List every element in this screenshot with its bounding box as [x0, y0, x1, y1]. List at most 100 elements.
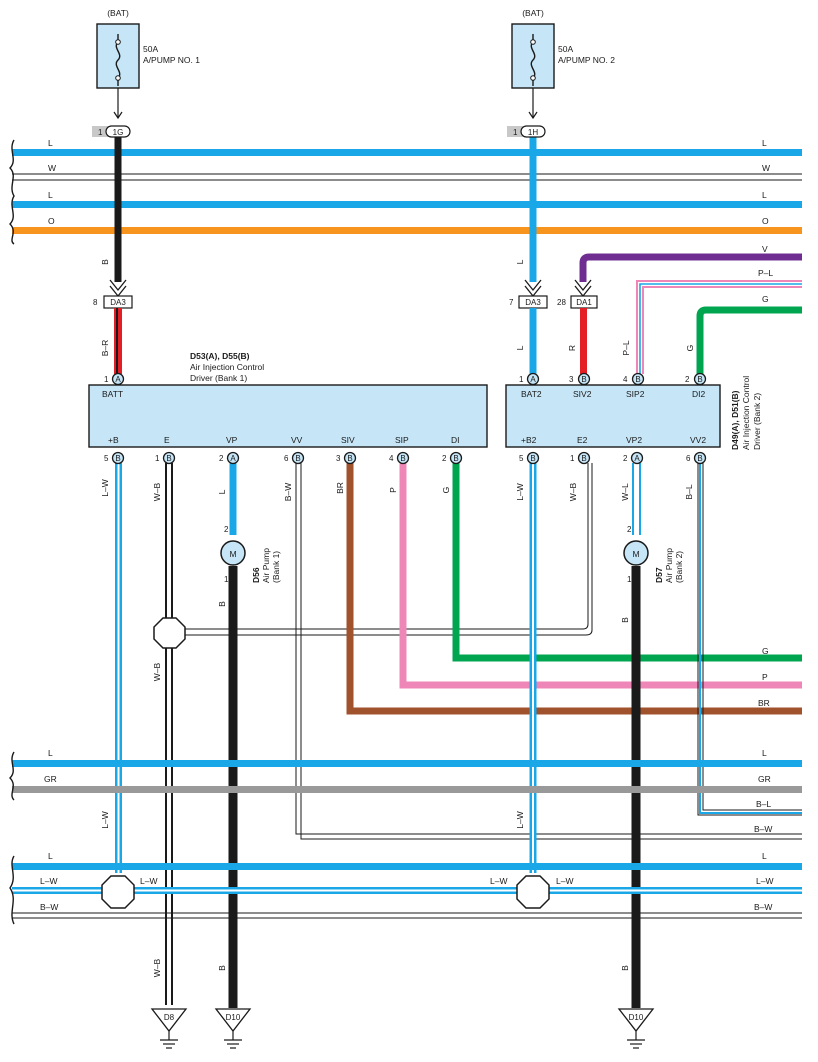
driver-bank-1: D53(A), D55(B) Air Injection Control Dri…	[88, 351, 488, 448]
motor-2-icon	[623, 540, 649, 566]
svg-text:4: 4	[623, 375, 628, 384]
driver2-body	[505, 384, 721, 448]
bus-bottom-label-l-left: L	[48, 748, 53, 758]
bus-bottom-label-gr-right: GR	[758, 774, 771, 784]
svg-text:1: 1	[570, 454, 575, 463]
label-ground3-b: B	[620, 965, 630, 971]
label-siv-br: BR	[335, 482, 345, 494]
svg-text:B: B	[347, 454, 352, 463]
driver1-pin-di: DI	[451, 435, 460, 445]
wire-p-l	[642, 286, 802, 374]
bus-bottom-label-l2-left: L	[48, 851, 53, 861]
svg-text:B: B	[400, 454, 405, 463]
bus-bottom-gr	[12, 786, 802, 793]
driver1-pin-plus-b: +B	[108, 435, 119, 445]
label-di2-g: G	[685, 345, 695, 352]
splice-lw-bank2	[516, 875, 550, 909]
ground-icon	[214, 1008, 252, 1033]
pump1-id: D56	[251, 567, 261, 583]
driver2-pin-sip2: SIP2	[626, 389, 645, 399]
driver1-body	[88, 384, 488, 448]
fuse-2-name: A/PUMP NO. 2	[558, 55, 615, 65]
label-vv-bw: B–W	[283, 483, 293, 501]
svg-text:B: B	[581, 454, 586, 463]
bus-bottom-l1	[12, 760, 802, 767]
driver1-desc1: Air Injection Control	[190, 362, 264, 372]
bus-bottom-label-bl-right: B–L	[756, 799, 771, 809]
driver2-pin-siv2: SIV2	[573, 389, 592, 399]
svg-text:2: 2	[623, 454, 628, 463]
svg-text:M: M	[229, 549, 236, 559]
driver2-pin-vv2: VV2	[690, 435, 706, 445]
svg-text:4: 4	[389, 454, 394, 463]
svg-text:B: B	[635, 375, 640, 384]
fuse-1-source: (BAT)	[107, 8, 129, 18]
connector-da1: 28 DA1	[557, 295, 598, 309]
label-splice2-lw-r: L–W	[556, 876, 573, 886]
driver1-top-pin-label: BATT	[102, 389, 123, 399]
fuse-2-source: (BAT)	[522, 8, 544, 18]
driver2-pin-di2: DI2	[692, 389, 706, 399]
fuse-a-pump-1: (BAT) 50A A/PUMP NO. 1	[96, 8, 200, 89]
ground-d10-1: D10	[214, 1008, 252, 1049]
label-vv2-bl: B–L	[684, 484, 694, 499]
label-splice1-lw-r: L–W	[140, 876, 157, 886]
svg-text:2: 2	[685, 375, 690, 384]
bus-top-l2	[12, 201, 802, 208]
wire-v	[579, 253, 802, 282]
wire-vv-bw	[300, 463, 802, 840]
svg-text:1: 1	[155, 454, 160, 463]
svg-text:B: B	[697, 375, 702, 384]
right-input-g-label: G	[762, 294, 769, 304]
connector-da3-2: 7 DA3	[509, 295, 548, 309]
svg-text:A: A	[530, 375, 536, 384]
wire-di-g	[452, 463, 802, 662]
wire-vp2-wl	[634, 463, 639, 535]
driver1-desc2: Driver (Bank 1)	[190, 373, 247, 383]
bus-top-l1	[12, 149, 802, 156]
svg-text:B: B	[581, 375, 586, 384]
wire-e-wb	[167, 645, 171, 1005]
svg-text:8: 8	[93, 298, 98, 307]
svg-text:B: B	[115, 454, 120, 463]
driver2-title: D49(A), D51(B)	[730, 390, 740, 450]
wire-sip-p	[399, 463, 802, 689]
svg-text:2: 2	[627, 525, 632, 534]
motor-1-icon	[220, 540, 246, 566]
driver2-pin-plus-b2: +B2	[521, 435, 537, 445]
feed-bat1-wire	[114, 136, 122, 282]
junction-1g: 1 1G	[92, 125, 131, 138]
label-pump2-b: B	[620, 617, 630, 623]
label-ground1-wb: W–B	[152, 958, 162, 977]
label-sip2-pl: P–L	[621, 340, 631, 355]
fuse-1-rating: 50A	[143, 44, 158, 54]
svg-text:7: 7	[509, 298, 514, 307]
svg-text:DA3: DA3	[525, 298, 541, 307]
driver-bank-2: D49(A), D51(B) Air Injection Control Dri…	[505, 372, 762, 450]
label-e-wb-2: W–B	[152, 662, 162, 681]
svg-text:5: 5	[519, 454, 524, 463]
driver1-pin-sip: SIP	[395, 435, 409, 445]
ground-d10-2: D10	[617, 1008, 655, 1049]
pump2-bank: (Bank 2)	[674, 551, 684, 583]
svg-text:1H: 1H	[528, 128, 538, 137]
svg-text:2: 2	[219, 454, 224, 463]
svg-text:1: 1	[519, 375, 524, 384]
wire-plus-b-lw	[117, 463, 120, 873]
label-vp2-wl: W–L	[620, 483, 630, 501]
wire-vv2-bl	[702, 463, 802, 811]
bus-top-label-l2-left: L	[48, 190, 53, 200]
wire-b-r	[116, 308, 118, 374]
fuse-1-name: A/PUMP NO. 1	[143, 55, 200, 65]
svg-text:2: 2	[224, 525, 229, 534]
driver1-bottom-pins: +B 5 B E 1 B VP 2 A VV 6 B SIV 3 B SIP 4…	[104, 435, 463, 465]
wire-siv-br	[346, 463, 802, 715]
connector-da3-1: 8 DA3	[93, 295, 133, 309]
svg-text:B: B	[697, 454, 702, 463]
svg-text:B: B	[453, 454, 458, 463]
svg-text:2: 2	[442, 454, 447, 463]
right-inputs: V P–L G	[574, 244, 802, 374]
pump1-name: Air Pump	[261, 548, 271, 583]
fuse-2-rating: 50A	[558, 44, 573, 54]
driver1-pin-e: E	[164, 435, 170, 445]
